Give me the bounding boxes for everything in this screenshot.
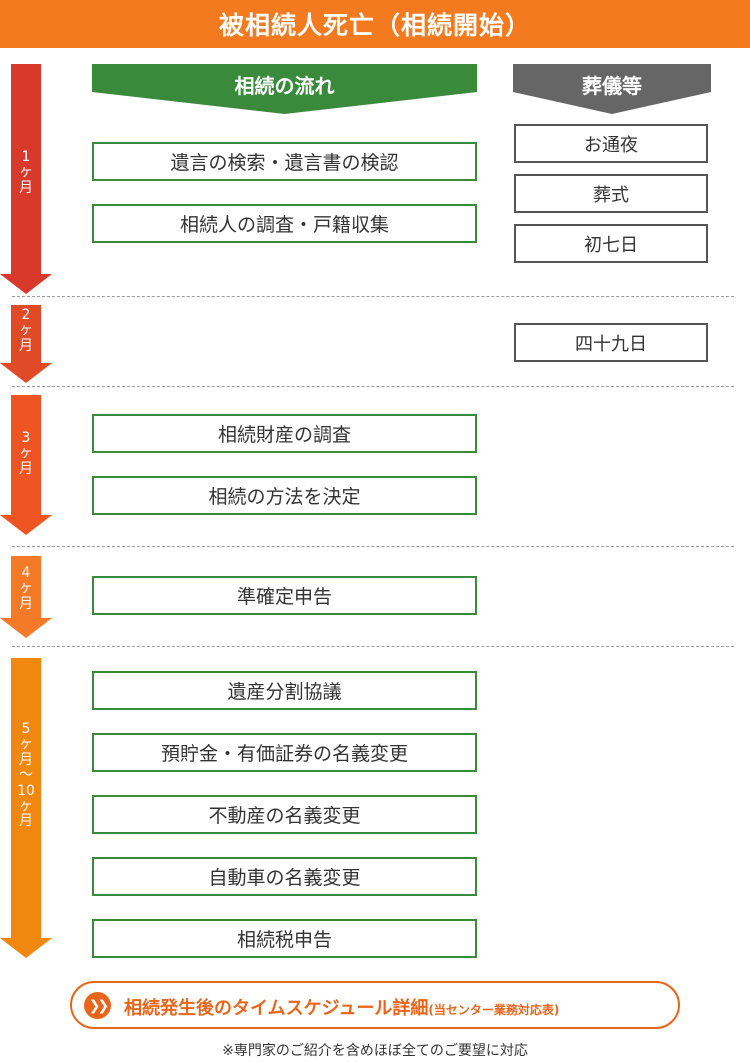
period-divider xyxy=(12,386,734,387)
period-label: 2 ヶ 月 xyxy=(19,307,33,354)
step-quasi-final-return: 準確定申告 xyxy=(92,576,477,615)
ritual-forty-ninth-day: 四十九日 xyxy=(514,323,708,362)
ritual-funeral: 葬式 xyxy=(514,174,708,213)
step-will-search: 遺言の検索・遺言書の検認 xyxy=(92,142,477,181)
inheritance-flow-heading: 相続の流れ xyxy=(92,64,477,114)
timeline-arrow-month-3: 3 ヶ 月 xyxy=(0,395,52,535)
timeline-arrow-month-1: 1 ヶ 月 xyxy=(0,64,52,294)
schedule-link-sub: (当センター業務対応表) xyxy=(428,1003,560,1017)
schedule-detail-link[interactable]: ❯❯ 相続発生後のタイムスケジュール詳細(当センター業務対応表) xyxy=(70,981,680,1029)
timeline-arrow-month-4: 4 ヶ 月 xyxy=(0,556,52,638)
period-label: 1 ヶ 月 xyxy=(19,149,33,196)
timeline-arrow-month-2: 2 ヶ 月 xyxy=(0,305,52,383)
page-title: 被相続人死亡（相続開始） xyxy=(0,0,750,48)
step-deposit-title-change: 預貯金・有価証券の名義変更 xyxy=(92,733,477,772)
ritual-wake: お通夜 xyxy=(514,124,708,163)
step-real-estate-title-change: 不動産の名義変更 xyxy=(92,795,477,834)
step-estate-division: 遺産分割協議 xyxy=(92,671,477,710)
period-label: 4 ヶ 月 xyxy=(19,565,33,612)
period-divider xyxy=(12,546,734,547)
step-heir-investigation: 相続人の調査・戸籍収集 xyxy=(92,204,477,243)
double-chevron-right-icon: ❯❯ xyxy=(84,992,111,1019)
period-label: 3 ヶ 月 xyxy=(19,430,33,477)
step-inheritance-tax-return: 相続税申告 xyxy=(92,919,477,958)
timeline-arrow-month-5-10: 5 ヶ 月 〜 10 ヶ 月 xyxy=(0,658,52,958)
step-estate-investigation: 相続財産の調査 xyxy=(92,414,477,453)
step-inheritance-method: 相続の方法を決定 xyxy=(92,476,477,515)
period-label: 5 ヶ 月 〜 10 ヶ 月 xyxy=(17,721,35,830)
schedule-link-text: 相続発生後のタイムスケジュール詳細 xyxy=(124,998,429,1019)
period-divider xyxy=(12,646,734,647)
funeral-heading: 葬儀等 xyxy=(513,64,711,114)
footnote: ※専門家のご紹介を含めほぼ全てのご要望に対応 xyxy=(222,1043,528,1059)
schedule-link-label: 相続発生後のタイムスケジュール詳細(当センター業務対応表) xyxy=(124,994,559,1020)
period-divider xyxy=(12,296,734,297)
ritual-seventh-day: 初七日 xyxy=(514,224,708,263)
step-vehicle-title-change: 自動車の名義変更 xyxy=(92,857,477,896)
